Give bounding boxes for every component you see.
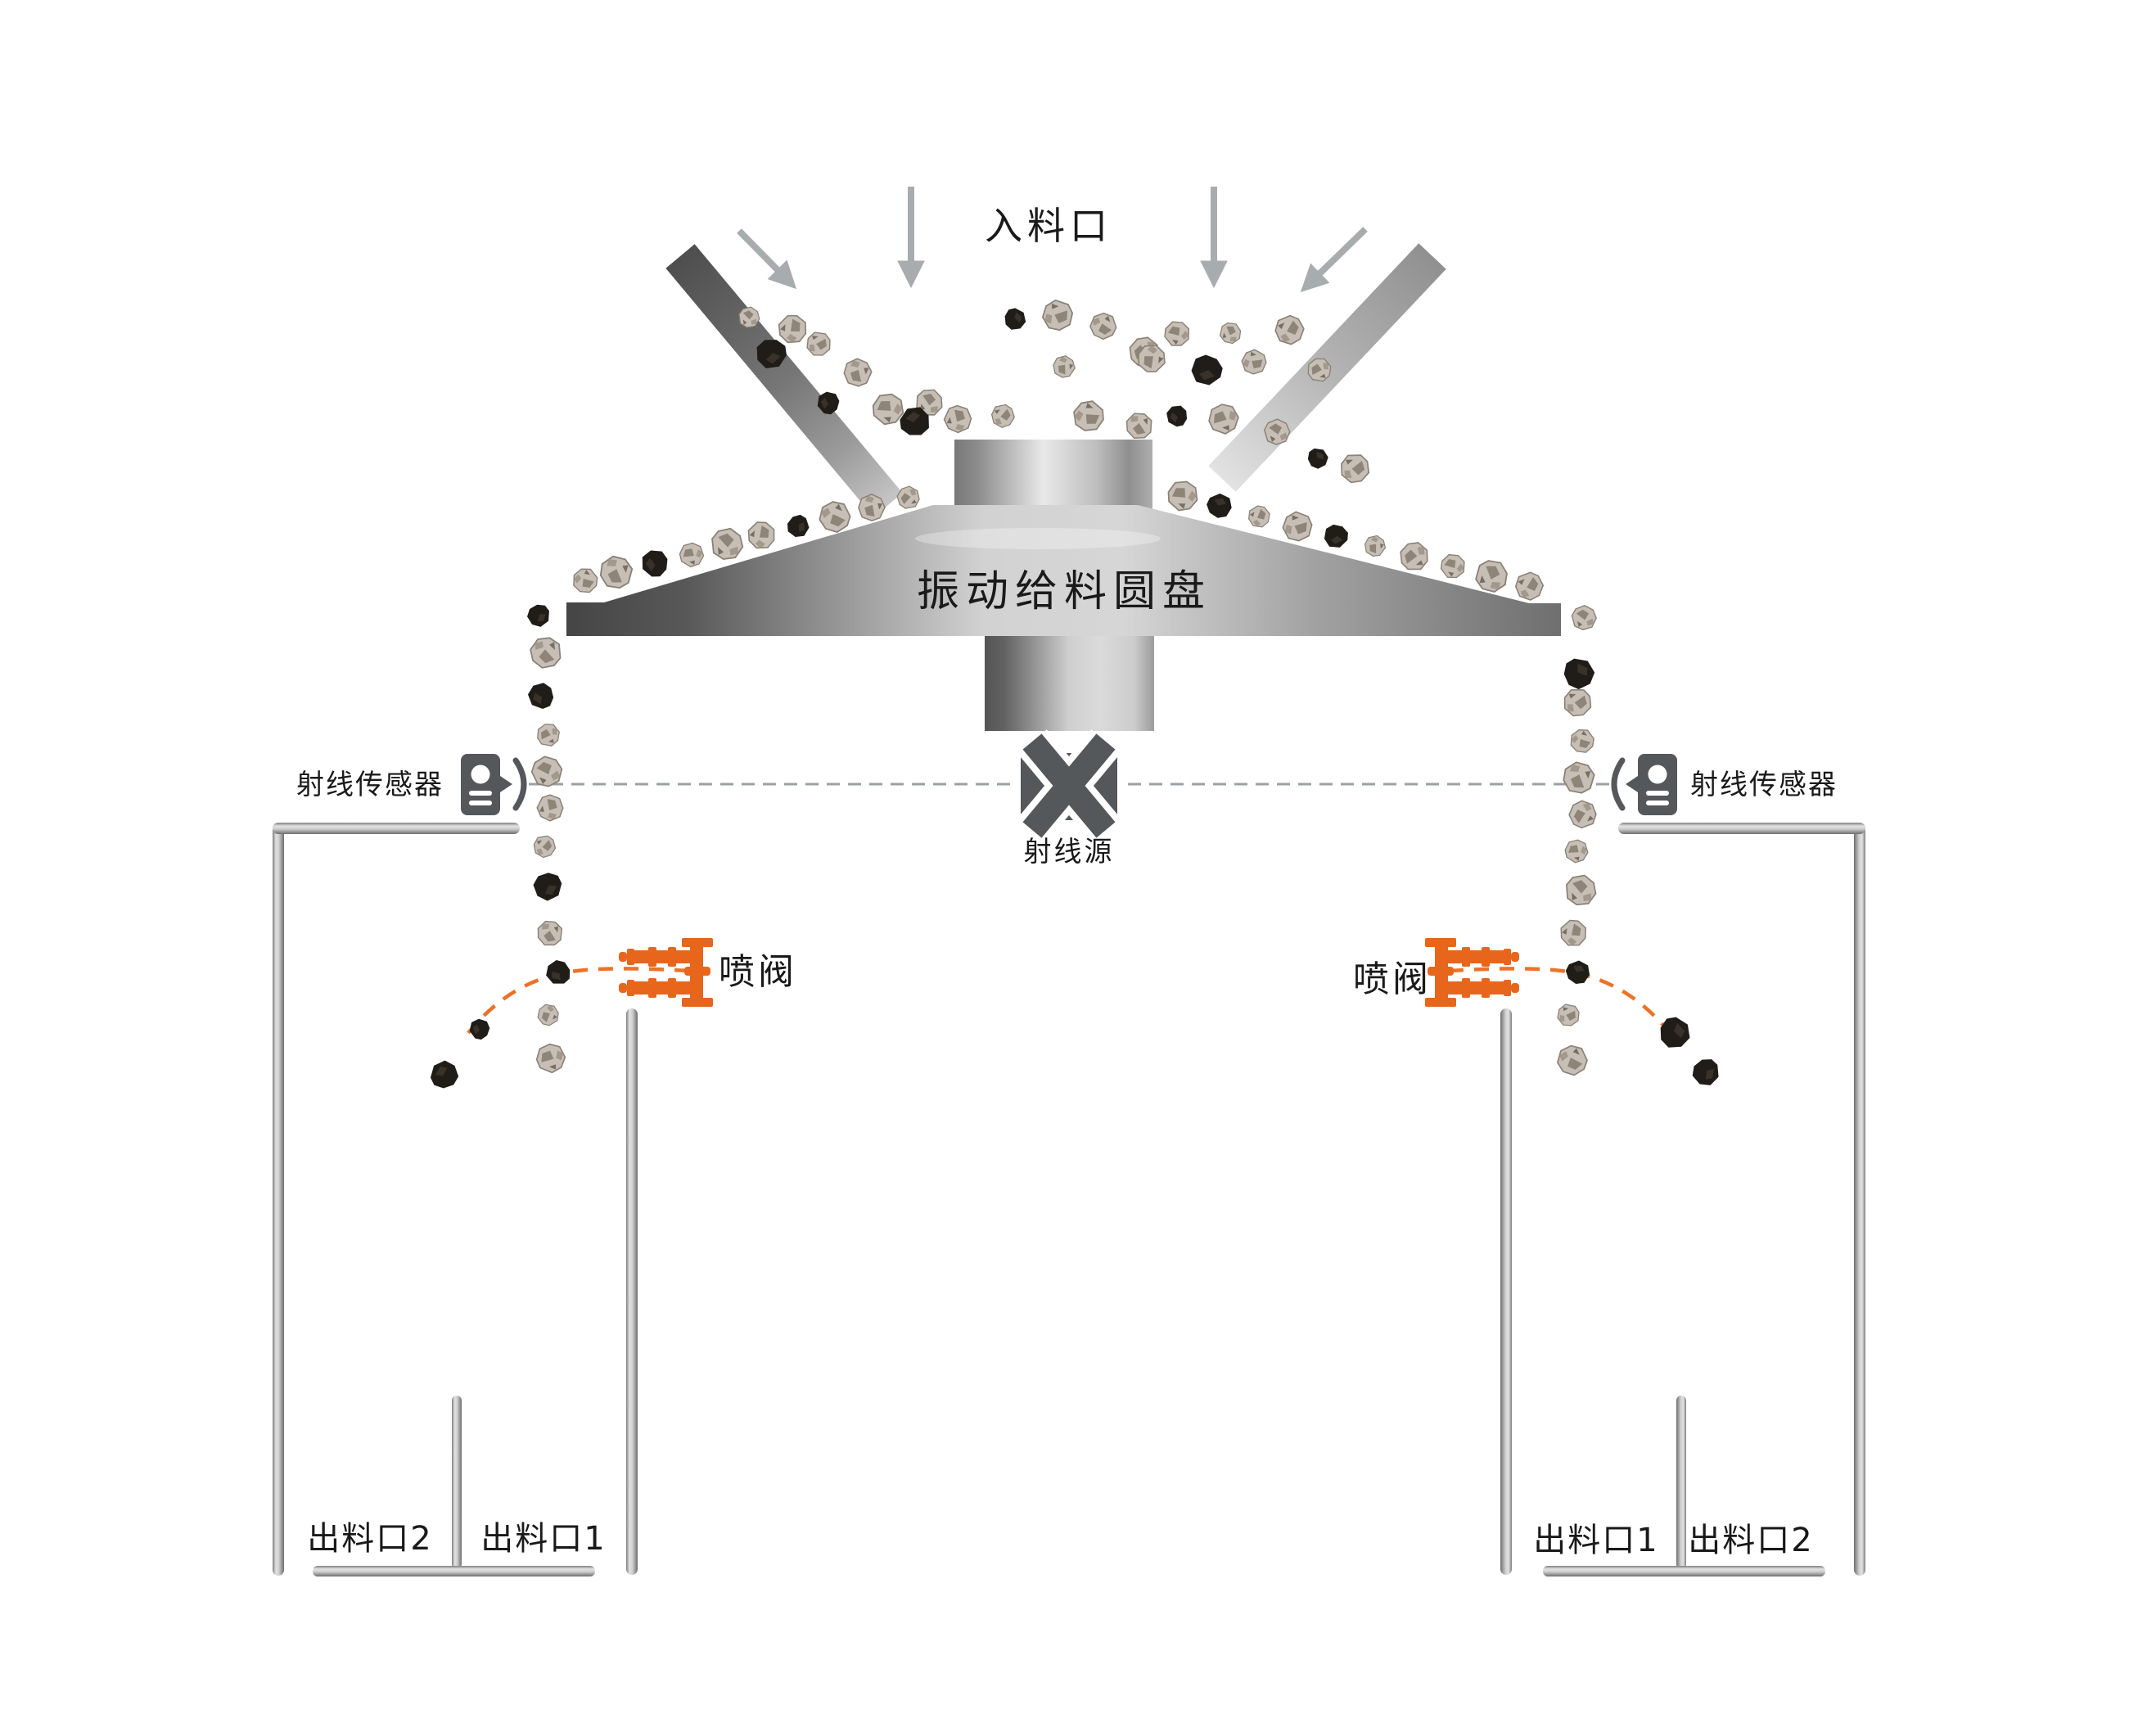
ore-particle-light <box>1566 724 1599 758</box>
ore-particle-light <box>939 399 977 438</box>
ore-particle-light <box>1203 398 1244 439</box>
ore-particle-light <box>895 485 921 510</box>
ore-particle-light <box>742 516 782 555</box>
ore-particle-dark <box>1000 304 1030 334</box>
ore-particle-light <box>1037 295 1079 336</box>
ore-particle-light <box>1161 474 1205 517</box>
ore-particle-light <box>1236 345 1272 380</box>
feeder-machine <box>566 440 1561 731</box>
disc-highlight <box>915 528 1161 549</box>
spray-valve-label-left: 喷阀 <box>719 951 797 993</box>
ore-particle-light <box>534 918 566 949</box>
ore-particle-light <box>534 1000 562 1029</box>
ore-particle-light <box>529 636 562 670</box>
ore-particle-dark <box>1191 354 1223 386</box>
outlet-label-left-1: 出料口1 <box>480 1520 606 1558</box>
ore-particle-dark <box>1557 652 1601 696</box>
ore-particle-dark <box>784 512 813 540</box>
ore-particle-dark <box>1163 402 1192 431</box>
ore-particle-dark <box>1563 958 1593 987</box>
ore-particle-light <box>1470 554 1513 598</box>
ore-particle-dark <box>541 955 576 990</box>
ore-particle-light <box>674 537 709 572</box>
ore-particle-light <box>1397 539 1431 573</box>
ore-particle-dark <box>1322 522 1351 550</box>
ore-particle-light <box>990 404 1016 429</box>
vibrating-disc-body <box>566 505 1561 636</box>
ore-particle-light <box>1216 318 1245 347</box>
ore-particle-light <box>1244 502 1274 531</box>
ore-particle-light <box>1087 310 1119 342</box>
ore-particle-light <box>594 551 638 594</box>
ore-particle-light <box>1560 834 1593 868</box>
left-side-assembly <box>273 754 1017 1576</box>
ore-particle-dark <box>522 599 555 632</box>
feed-arrow-diagonal-right <box>1300 227 1368 293</box>
ore-particle-light <box>1159 315 1195 351</box>
ore-particle-light <box>837 353 877 392</box>
ore-particle-light <box>1554 1001 1583 1031</box>
spray-valve-label-right: 喷阀 <box>1353 958 1432 1000</box>
feed-arrow-diagonal-left <box>737 228 797 290</box>
ore-particle-light <box>1271 312 1308 349</box>
ore-particle-light <box>1360 530 1390 562</box>
ore-particle-light <box>1566 797 1599 831</box>
ore-particle-light <box>1436 549 1470 583</box>
ore-particle-light <box>1277 507 1318 548</box>
ore-particle-light <box>1555 914 1593 952</box>
feed-column-lower <box>985 634 1154 731</box>
ore-particle-dark <box>1204 490 1234 521</box>
ore-particle-light <box>1048 350 1080 383</box>
ore-particle-light <box>1067 395 1111 439</box>
ore-particle-dark <box>1687 1053 1725 1091</box>
ore-particle-dark <box>523 678 560 715</box>
ore-particle-light <box>1561 686 1594 719</box>
ore-particle-light <box>567 563 602 598</box>
outlet-label-right-2: 出料口2 <box>1688 1522 1813 1559</box>
ore-particle-dark <box>1303 444 1333 473</box>
ore-particle-light <box>1553 1041 1591 1080</box>
ore-particle-light <box>738 306 760 328</box>
ore-particle-dark <box>424 1055 464 1095</box>
ore-particle-dark <box>528 866 568 906</box>
ore-particle-light <box>533 835 557 859</box>
ore-particle-dark <box>638 547 671 580</box>
vibrating-disc-label: 振动给料圆盘 <box>917 567 1211 616</box>
ray-source-label: 射线源 <box>1024 836 1115 868</box>
ore-particle-light <box>1564 873 1598 907</box>
ore-particle-light <box>710 527 744 561</box>
ore-particle-light <box>533 719 563 750</box>
xray-source-icon <box>1017 729 1121 842</box>
ore-particle-light <box>1338 452 1372 485</box>
feed-chute-left <box>665 244 903 517</box>
outlet-label-left-2: 出料口2 <box>307 1520 432 1558</box>
feed-inlet-label: 入料口 <box>985 204 1112 248</box>
ore-particle-light <box>1513 569 1547 603</box>
ore-particle-light <box>1557 756 1599 799</box>
ore-particle-light <box>532 789 570 827</box>
outlet-label-right-1: 出料口1 <box>1533 1522 1658 1559</box>
ore-particle-light <box>530 1038 571 1078</box>
ray-sensor-label-right: 射线传感器 <box>1690 769 1838 801</box>
right-side-assembly <box>1121 754 1865 1576</box>
ore-particle-light <box>1570 603 1599 632</box>
feed-arrows <box>737 187 1368 293</box>
ore-particle-dark <box>469 1018 490 1040</box>
ore-particle-light <box>803 329 834 360</box>
ray-sensor-label-left: 射线传感器 <box>296 769 444 801</box>
ore-particle-dark <box>1654 1012 1695 1053</box>
ore-particle-light <box>1123 410 1155 442</box>
